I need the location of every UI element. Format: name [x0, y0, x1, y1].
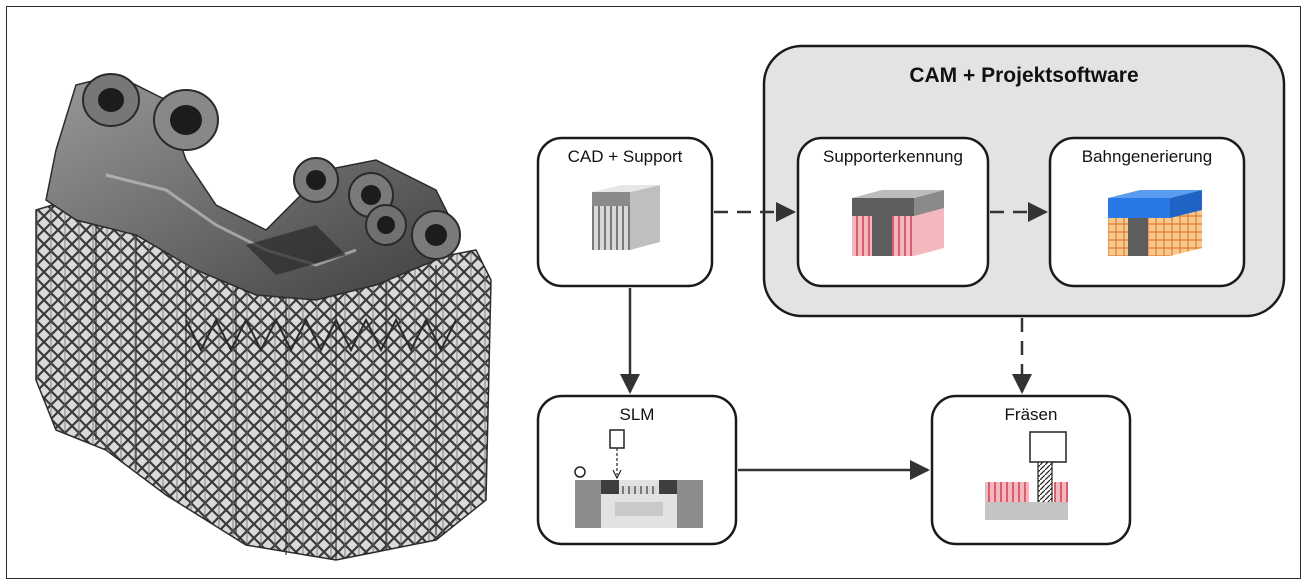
node-bahngenerierung: Bahngenerierung [1048, 136, 1246, 288]
node-supporterkennung-label: Supporterkennung [823, 147, 963, 166]
fraesen-icon [985, 431, 1068, 520]
cam-group-title: CAM + Projektsoftware [909, 64, 1138, 87]
node-fraesen: Fräsen [930, 394, 1132, 546]
node-cad-support-label: CAD + Support [568, 147, 683, 166]
node-cad-support: CAD + Support [536, 136, 714, 288]
supporterkennung-icon [852, 190, 944, 256]
printed-part-photo [35, 73, 492, 561]
node-slm: SLM [536, 394, 738, 546]
node-slm-label: SLM [620, 405, 655, 424]
slm-icon [574, 429, 703, 528]
process-flow-diagram: CAM + Projektsoftware CAD + Support Supp… [536, 44, 1286, 546]
bahngenerierung-icon [1108, 190, 1202, 256]
mounting-rings [82, 73, 461, 260]
cad-support-icon [592, 185, 660, 250]
node-bahngenerierung-label: Bahngenerierung [1082, 147, 1212, 166]
figure-frame [6, 6, 1301, 579]
node-supporterkennung: Supporterkennung [796, 136, 990, 288]
node-fraesen-label: Fräsen [1005, 405, 1058, 424]
